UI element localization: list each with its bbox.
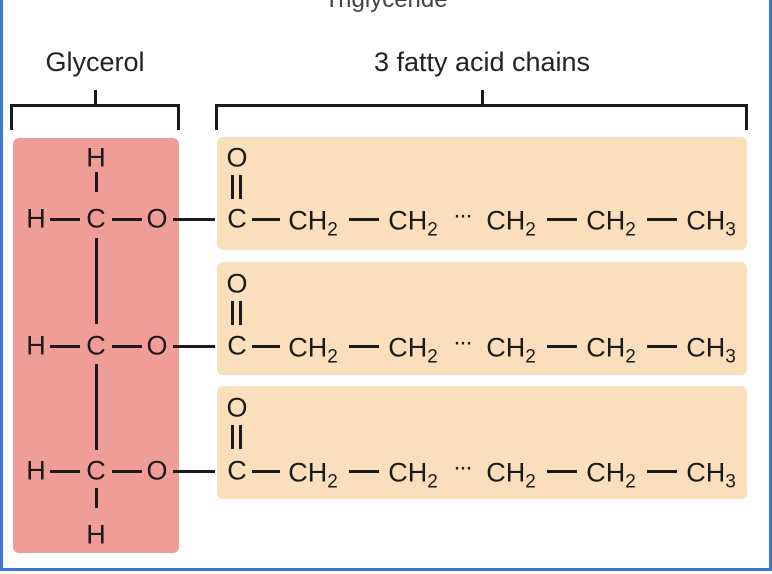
ch2-group: CH2 — [388, 457, 438, 493]
double-bond — [231, 301, 242, 325]
fatty-acid-chain-2 — [217, 262, 747, 375]
bond — [173, 218, 215, 221]
ch2-group: CH2 — [288, 332, 338, 368]
bond — [349, 345, 379, 348]
bond — [50, 345, 80, 348]
ch2-group: CH2 — [486, 332, 536, 368]
carbonyl-carbon-1: C — [227, 203, 247, 234]
glycerol-h-3: H — [26, 455, 46, 486]
glycerol-bracket — [10, 90, 180, 130]
diagram-title: Triglyceride — [0, 0, 772, 14]
bond — [50, 218, 80, 221]
glycerol-c-3: C — [86, 455, 106, 486]
carbonyl-oxygen-3: O — [226, 392, 248, 423]
fatty-acid-chain-3 — [217, 386, 747, 499]
ch2-group: CH2 — [486, 457, 536, 493]
bond — [95, 172, 98, 192]
bond — [252, 218, 280, 221]
fatty-acids-label: 3 fatty acid chains — [373, 47, 591, 77]
glycerol-top-hydrogen: H — [86, 142, 106, 173]
bond — [252, 345, 280, 348]
chain-ellipsis: ··· — [453, 329, 473, 356]
bond — [50, 470, 80, 473]
carbonyl-carbon-3: C — [227, 455, 247, 486]
ch3-group: CH3 — [686, 332, 736, 368]
bond — [349, 470, 379, 473]
bond — [647, 218, 677, 221]
bond — [647, 470, 677, 473]
bond — [547, 218, 577, 221]
bond — [95, 238, 98, 324]
bond — [112, 470, 142, 473]
fatty-acid-chain-1 — [217, 137, 747, 250]
bond — [173, 345, 215, 348]
carbonyl-oxygen-1: O — [226, 142, 248, 173]
glycerol-c-2: C — [86, 330, 106, 361]
chain-ellipsis: ··· — [453, 454, 473, 481]
bond — [349, 218, 379, 221]
ch2-group: CH2 — [486, 205, 536, 241]
bond — [112, 345, 142, 348]
ch2-group: CH2 — [586, 205, 636, 241]
ch2-group: CH2 — [288, 457, 338, 493]
glycerol-h-1: H — [26, 203, 46, 234]
carbonyl-carbon-2: C — [227, 330, 247, 361]
fatty-acids-bracket — [215, 90, 748, 130]
glycerol-label: Glycerol — [45, 47, 145, 77]
ch2-group: CH2 — [288, 205, 338, 241]
ch2-group: CH2 — [388, 332, 438, 368]
bond — [547, 345, 577, 348]
ch3-group: CH3 — [686, 205, 736, 241]
double-bond — [231, 425, 242, 449]
double-bond — [231, 175, 242, 199]
ch3-group: CH3 — [686, 457, 736, 493]
bond — [647, 345, 677, 348]
ch2-group: CH2 — [586, 457, 636, 493]
glycerol-h-2: H — [26, 330, 46, 361]
ch2-group: CH2 — [388, 205, 438, 241]
bond — [95, 364, 98, 450]
glycerol-o-1: O — [146, 203, 168, 234]
ch2-group: CH2 — [586, 332, 636, 368]
bond — [112, 218, 142, 221]
chain-ellipsis: ··· — [453, 202, 473, 229]
glycerol-o-2: O — [146, 330, 168, 361]
bond — [547, 470, 577, 473]
glycerol-backbone — [13, 138, 179, 553]
bond — [252, 470, 280, 473]
glycerol-c-1: C — [86, 203, 106, 234]
bond — [95, 488, 98, 508]
carbonyl-oxygen-2: O — [226, 268, 248, 299]
glycerol-bottom-hydrogen: H — [86, 519, 106, 550]
bond — [173, 470, 215, 473]
glycerol-o-3: O — [146, 455, 168, 486]
